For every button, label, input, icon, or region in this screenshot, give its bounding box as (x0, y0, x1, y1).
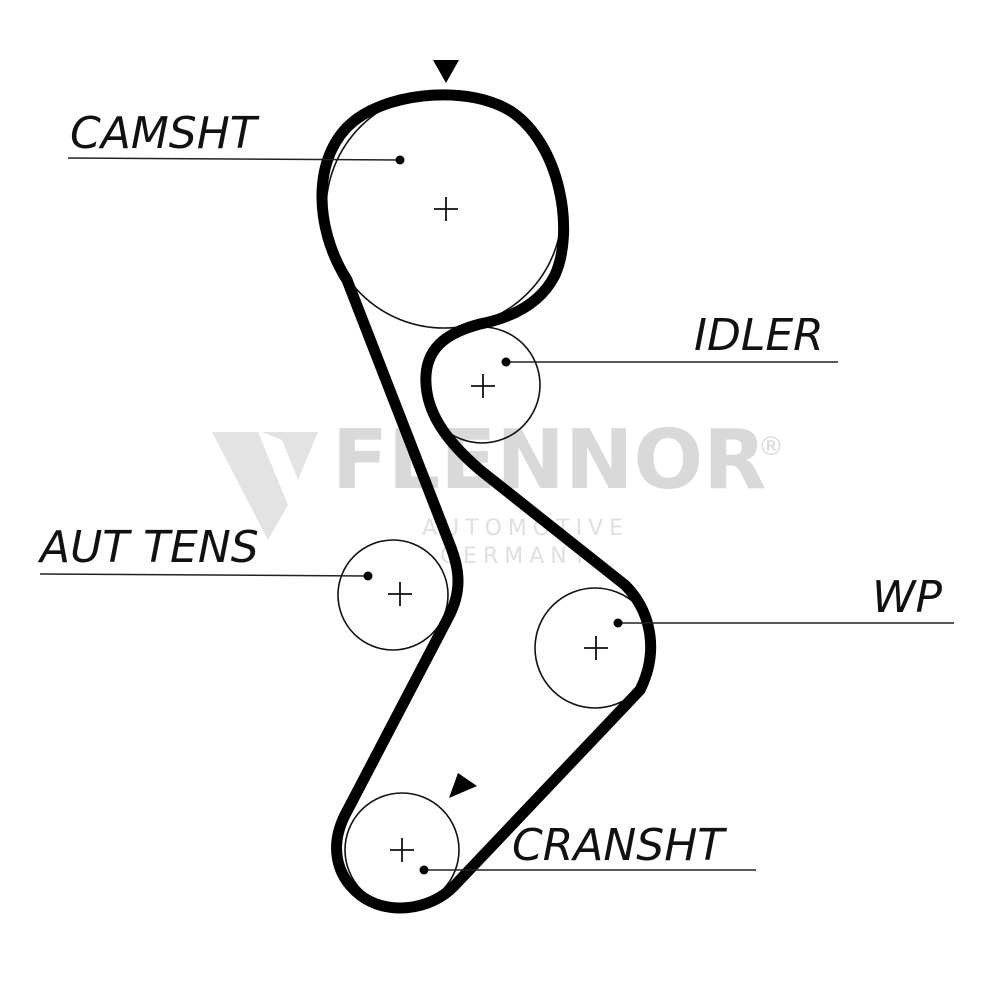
watermark-line1: AUTOMOTIVE (422, 516, 629, 541)
water-pump-label: WP (872, 572, 943, 623)
watermark-logo-icon (212, 432, 288, 540)
crankshaft-label: CRANSHT (512, 820, 727, 871)
crankshaft-leader (419, 865, 756, 875)
idler-label: IDLER (694, 310, 824, 361)
idler-center-icon (471, 374, 495, 398)
tensioner-pulley (337, 539, 449, 651)
water-pump-leader (613, 618, 954, 628)
tensioner-center-icon (388, 582, 412, 606)
watermark-registered: ® (758, 432, 784, 462)
auto-tensioner-label: AUT TENS (37, 522, 259, 573)
watermark-logo-icon-2 (262, 432, 318, 480)
crankshaft-center-icon (390, 838, 414, 862)
tensioner-leader (39, 571, 373, 581)
idler-leader (501, 357, 838, 367)
crankshaft-timing-mark-icon (449, 773, 477, 798)
camshaft-center-icon (434, 197, 458, 221)
camshaft-leader (67, 155, 405, 165)
camshaft-label: CAMSHT (70, 108, 260, 159)
water-pump-center-icon (584, 636, 608, 660)
timing-belt (316, 89, 657, 914)
watermark-line2: GERMANY (440, 544, 592, 569)
watermark-brand: FLENNOR (332, 413, 766, 508)
camshaft-timing-mark-icon (433, 60, 459, 83)
